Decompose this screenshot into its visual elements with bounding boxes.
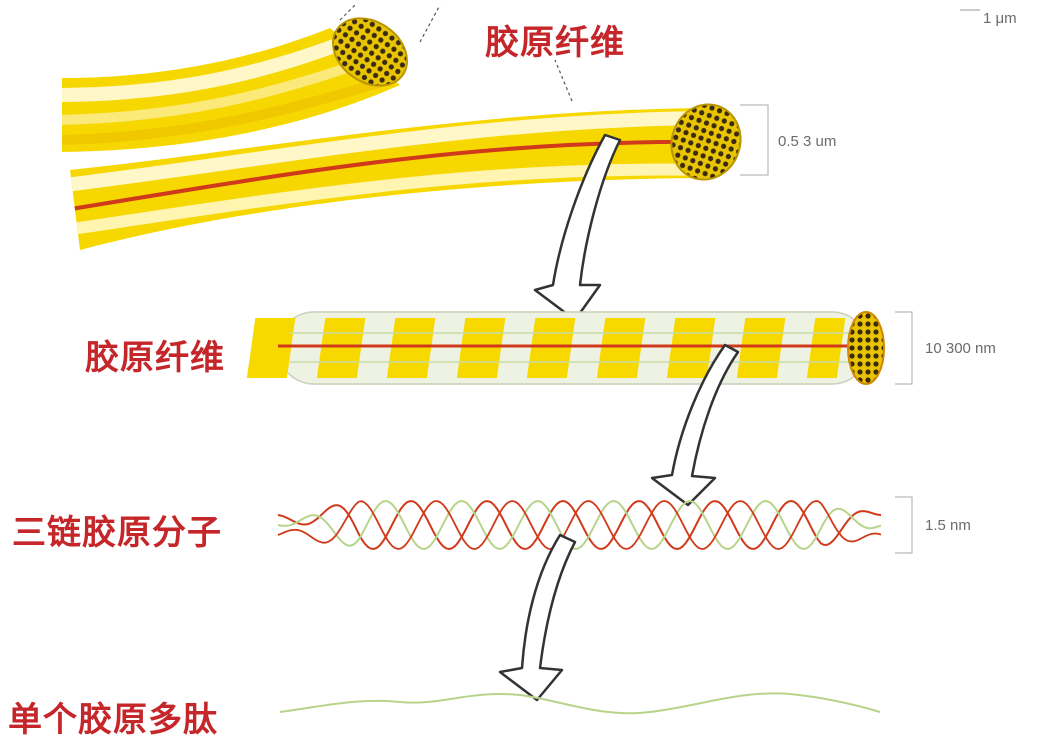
leader-line [420, 5, 440, 42]
arrow-down-3 [500, 535, 575, 700]
label-single-polypeptide: 单个胶原多肽 [8, 692, 218, 741]
dimension-bracket [740, 105, 768, 175]
leader-line [555, 60, 572, 101]
single-polypeptide-chain [280, 693, 880, 713]
fiber-upper [55, 4, 420, 152]
label-collagen-fibril: 胶原纤维 [85, 330, 225, 379]
leader-line [340, 5, 355, 20]
fibril-cross-section [848, 312, 884, 384]
dimension-fiber-top: 1 μm [983, 10, 1017, 27]
dimension-fibril: 10 300 nm [925, 340, 996, 357]
dimension-bracket [895, 497, 912, 553]
fibril-bands [247, 318, 845, 378]
dimension-molecule: 1.5 nm [925, 517, 971, 534]
triple-helix-molecule [278, 501, 881, 549]
label-collagen-fiber-top: 胶原纤维 [485, 15, 625, 64]
dimension-fiber: 0.5 3 um [778, 133, 836, 150]
dimension-bracket [895, 312, 912, 384]
collagen-fibril [247, 312, 912, 384]
label-triple-helix: 三链胶原分子 [12, 505, 222, 554]
helix-strand-3 [278, 501, 881, 549]
